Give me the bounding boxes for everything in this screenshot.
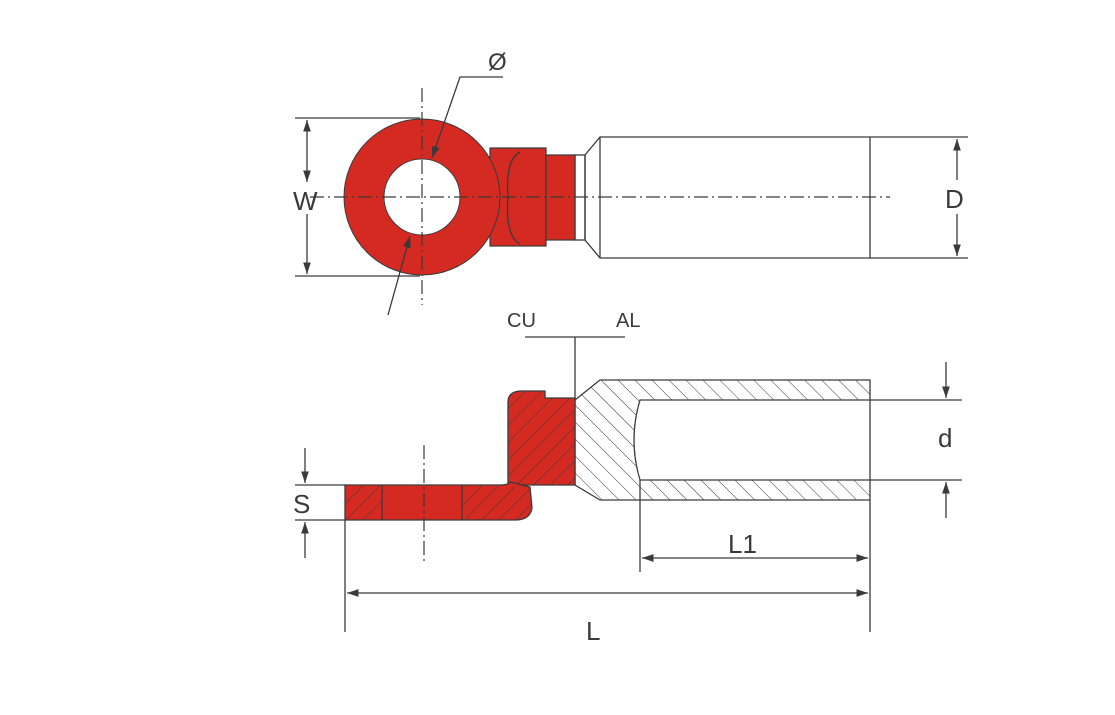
width-label: W <box>293 186 318 216</box>
total-length-label: L <box>586 616 600 646</box>
copper-label: CU <box>507 310 536 332</box>
barrel-diameter-label: D <box>945 184 964 214</box>
bore-diameter-label: d <box>938 423 952 453</box>
section-view: CU AL d S L1 L <box>293 310 962 646</box>
barrel-length-label: L1 <box>728 529 757 559</box>
aluminium-barrel-section <box>574 379 871 501</box>
diameter-label: Ø <box>488 49 507 76</box>
aluminium-label: AL <box>616 310 640 332</box>
top-view: Ø W D <box>293 49 968 316</box>
thickness-label: S <box>293 489 310 519</box>
